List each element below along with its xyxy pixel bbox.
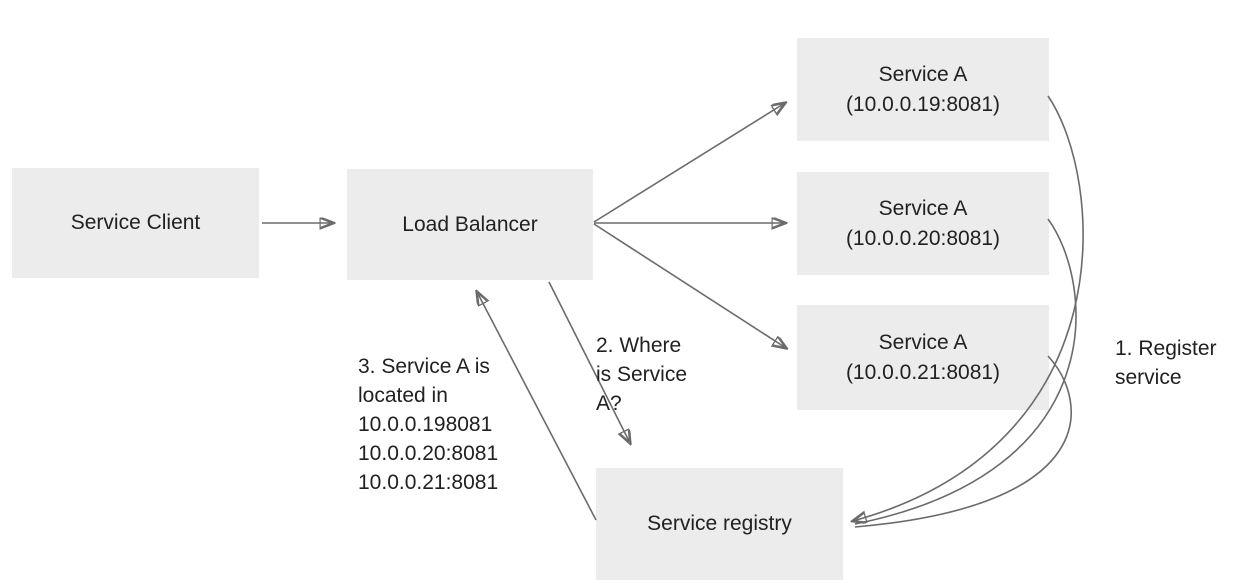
node-service-a-2: Service A (10.0.0.20:8081) [797, 172, 1049, 275]
node-load-balancer-label: Load Balancer [402, 212, 538, 236]
annotation-service-a-located: 3. Service A is located in 10.0.0.198081… [358, 355, 499, 494]
node-service-a-1-title: Service A [878, 62, 968, 86]
annotation-where-is-service-a: 2. Where is Service A? [596, 334, 688, 415]
node-service-a-2-title: Service A [878, 196, 968, 220]
connector-loadbalancer-to-service-a-1 [593, 103, 785, 223]
node-service-registry: Service registry [596, 468, 843, 580]
node-service-a-1: Service A (10.0.0.19:8081) [797, 38, 1049, 141]
node-service-a-2-address: (10.0.0.20:8081) [845, 226, 1001, 250]
node-service-a-3-address: (10.0.0.21:8081) [845, 360, 1001, 384]
annotation-register-service: 1. Register service [1115, 337, 1217, 389]
connector-loadbalancer-to-service-a-3 [593, 223, 786, 348]
node-load-balancer: Load Balancer [347, 169, 593, 280]
node-service-a-3: Service A (10.0.0.21:8081) [797, 305, 1049, 410]
node-service-client: Service Client [12, 168, 259, 278]
node-service-a-1-address: (10.0.0.19:8081) [845, 92, 1001, 116]
node-service-client-label: Service Client [70, 211, 201, 234]
node-service-registry-label: Service registry [647, 512, 792, 535]
node-service-a-3-title: Service A [878, 330, 968, 354]
